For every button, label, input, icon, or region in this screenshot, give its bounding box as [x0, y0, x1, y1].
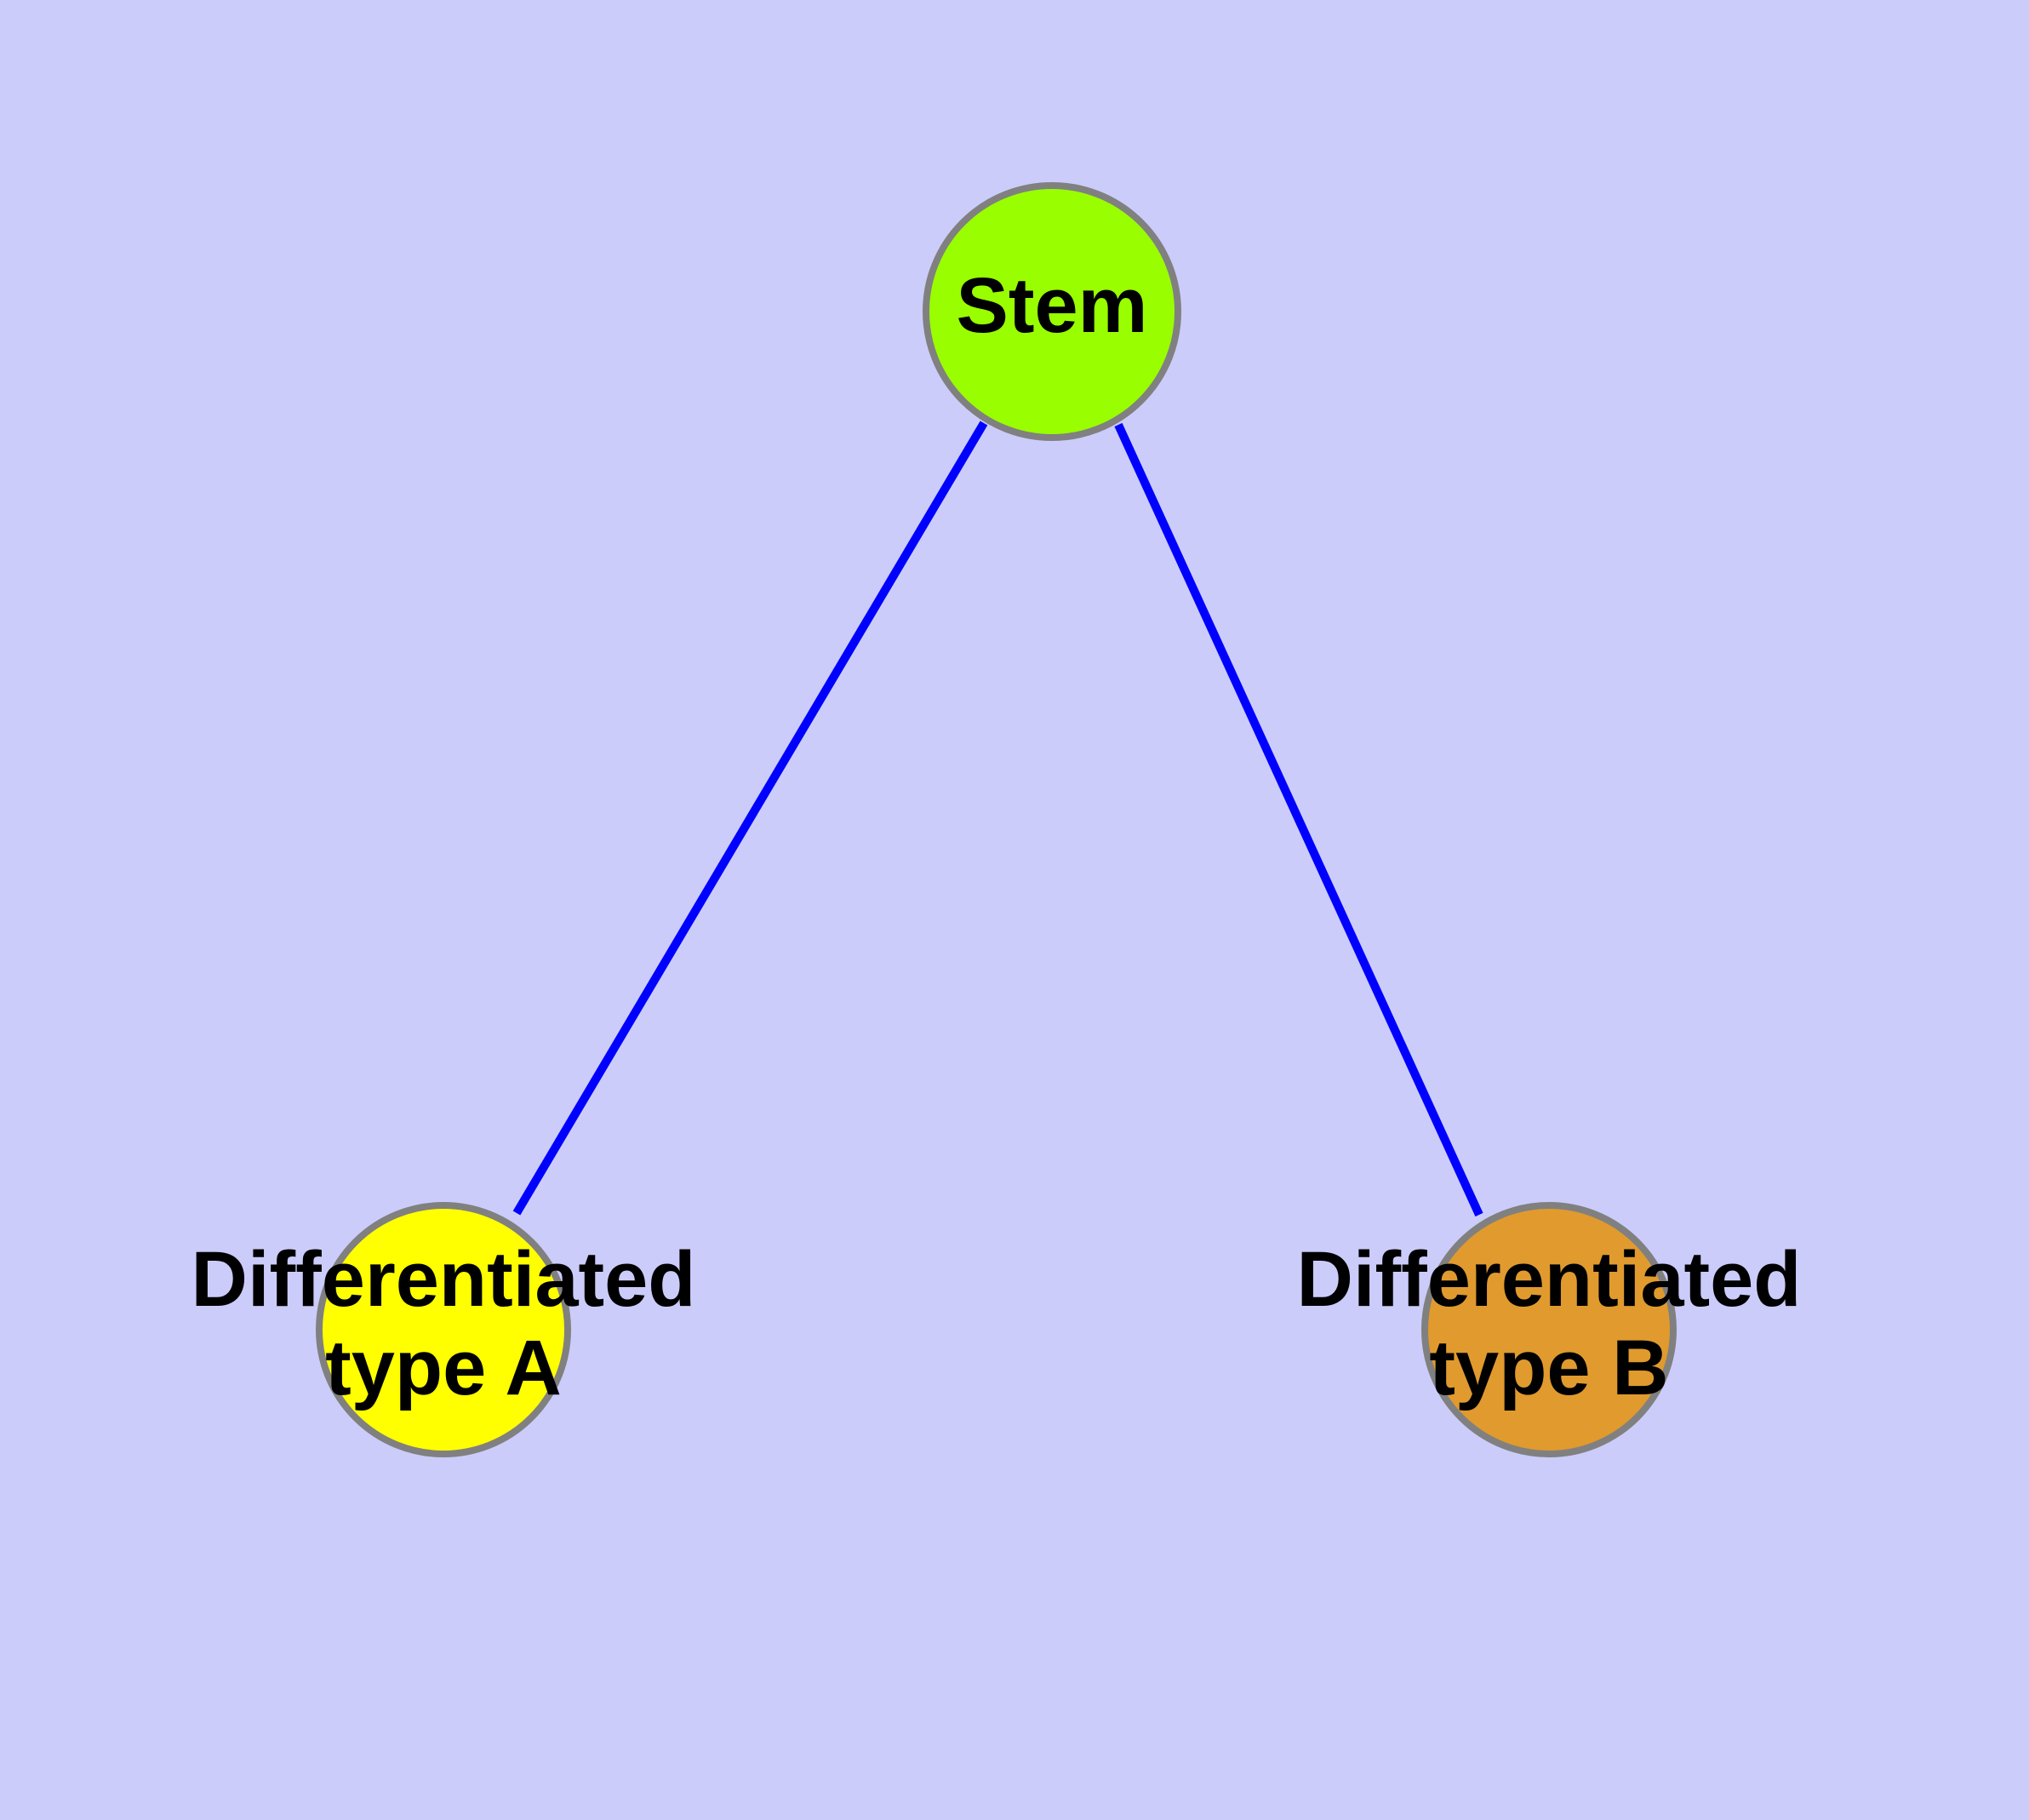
graph-node-stem[interactable]: [923, 182, 1181, 441]
nodes-layer: [316, 182, 1677, 1457]
edges-layer: [512, 421, 1483, 1217]
node-label-line: Differentiated: [1297, 1236, 1802, 1323]
node-label-stem: Stem: [957, 262, 1148, 349]
graph-node-diff_a[interactable]: [316, 1202, 571, 1457]
node-label-line: Differentiated: [191, 1236, 696, 1323]
node-label-line: type B: [1429, 1325, 1668, 1411]
node-label-line: type A: [325, 1325, 562, 1411]
graph-edge: [512, 421, 988, 1216]
graph-node-diff_b[interactable]: [1421, 1202, 1677, 1457]
node-label-line: Stem: [957, 262, 1148, 349]
graph-edge: [1114, 422, 1483, 1217]
